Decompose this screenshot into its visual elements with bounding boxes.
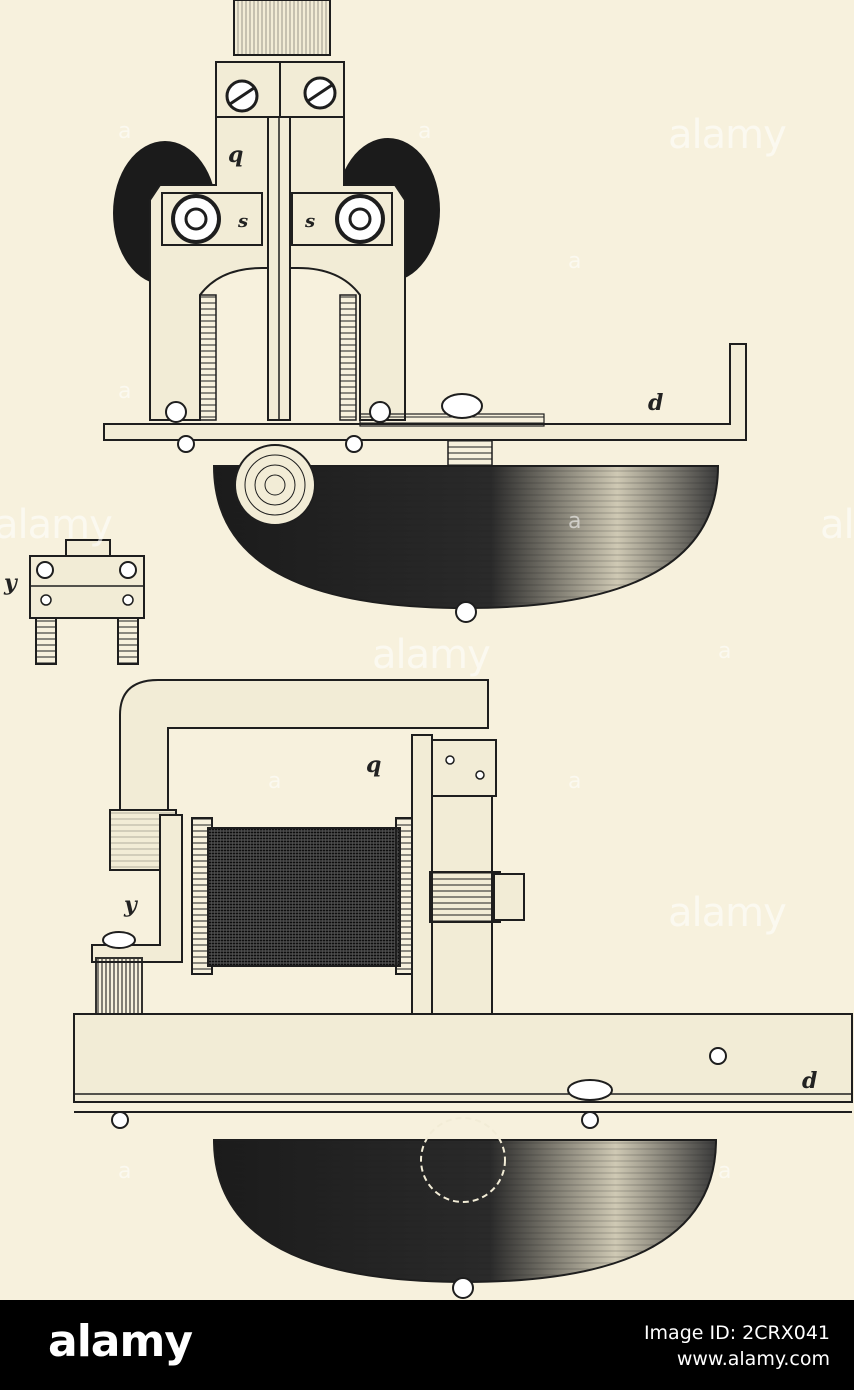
watermark-logo: alamy <box>0 502 112 548</box>
image-id-text: Image ID: 2CRX041 <box>643 1322 830 1344</box>
watermark-a: a <box>118 119 131 144</box>
label-top-q: q <box>228 142 243 168</box>
watermark-logo: alamy <box>668 112 786 158</box>
footer-bar: alamy Image ID: 2CRX041 www.alamy.com <box>0 1300 854 1390</box>
watermark-logo: alamy <box>668 890 786 936</box>
site-url-text: www.alamy.com <box>676 1348 830 1370</box>
watermark-a: a <box>568 249 581 274</box>
watermark-a: a <box>718 639 731 664</box>
label-bottom-q: q <box>366 752 381 778</box>
side-view: q y d <box>73 679 853 1299</box>
watermark-a: a <box>118 379 131 404</box>
label-bottom-d: d <box>802 1068 817 1094</box>
watermark-a: a <box>718 1159 731 1184</box>
label-small-y: y <box>3 570 19 596</box>
watermark-overlay: alamy alamy alamy alamy alamy a a a a a … <box>0 112 854 1184</box>
watermark-a: a <box>418 119 431 144</box>
footer-image-info: Image ID: 2CRX041 www.alamy.com <box>644 1320 830 1372</box>
label-top-d: d <box>648 390 663 416</box>
engraving-figure: q s s d y <box>0 0 854 1300</box>
watermark-a: a <box>118 1159 131 1184</box>
watermark-logo: alamy <box>820 502 854 548</box>
watermark-a: a <box>268 769 281 794</box>
label-top-s-left: s <box>237 211 248 232</box>
footer-logo: alamy <box>48 1316 193 1367</box>
top-view: q s s d <box>103 0 747 623</box>
watermark-logo: alamy <box>372 632 490 678</box>
electric-bell-diagram: q s s d y <box>0 0 854 1299</box>
small-part-y: y <box>3 539 145 665</box>
label-top-s-right: s <box>304 211 315 232</box>
label-bottom-y: y <box>123 892 139 918</box>
watermark-a: a <box>568 509 581 534</box>
watermark-a: a <box>568 769 581 794</box>
